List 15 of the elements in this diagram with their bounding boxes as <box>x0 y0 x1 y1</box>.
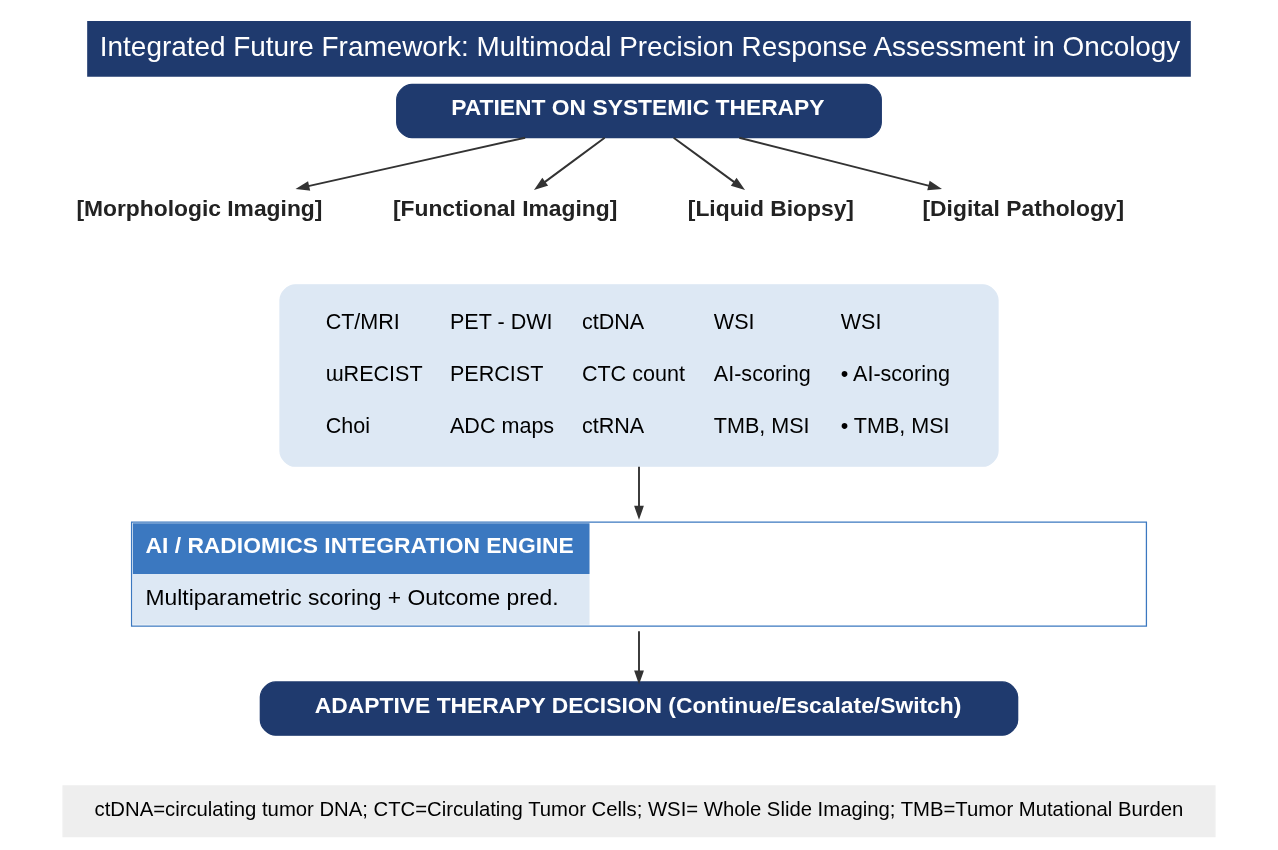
diagram-title: Integrated Future Framework: Multimodal Precision Response Assessment in Oncology <box>99 30 1181 62</box>
label: ctDNA=circulating tumor DNA; CTC=Circulating Tumor Cells; WSI= Whole Slide Imaging; TMB=Tumor Mutational Burden <box>94 798 1184 821</box>
node-text: [Functional Imaging] <box>392 194 618 221</box>
arrow <box>634 630 644 685</box>
node-text: [Digital Pathology] <box>922 194 1125 221</box>
arrow <box>672 136 745 191</box>
node-text: [Liquid Biopsy] <box>687 194 854 221</box>
arrow <box>534 136 606 191</box>
node-text: [Morphologic Imaging] <box>76 194 323 221</box>
arrow <box>295 136 527 191</box>
node-box: CT/MRI PET - DWI ctDNA WSI WSI ɯRECIST PERCIST CTC count AI-scoring • AI-scoring Choi ADC maps ctRNA TMB, MSI • TMB, MSI <box>279 284 999 467</box>
node-box: ADAPTIVE THERAPY DECISION (Continue/Escalate/Switch) <box>259 681 1019 736</box>
node-box: PATIENT ON SYSTEMIC THERAPY <box>396 83 882 139</box>
arrow <box>634 465 644 520</box>
arrow <box>738 136 942 191</box>
